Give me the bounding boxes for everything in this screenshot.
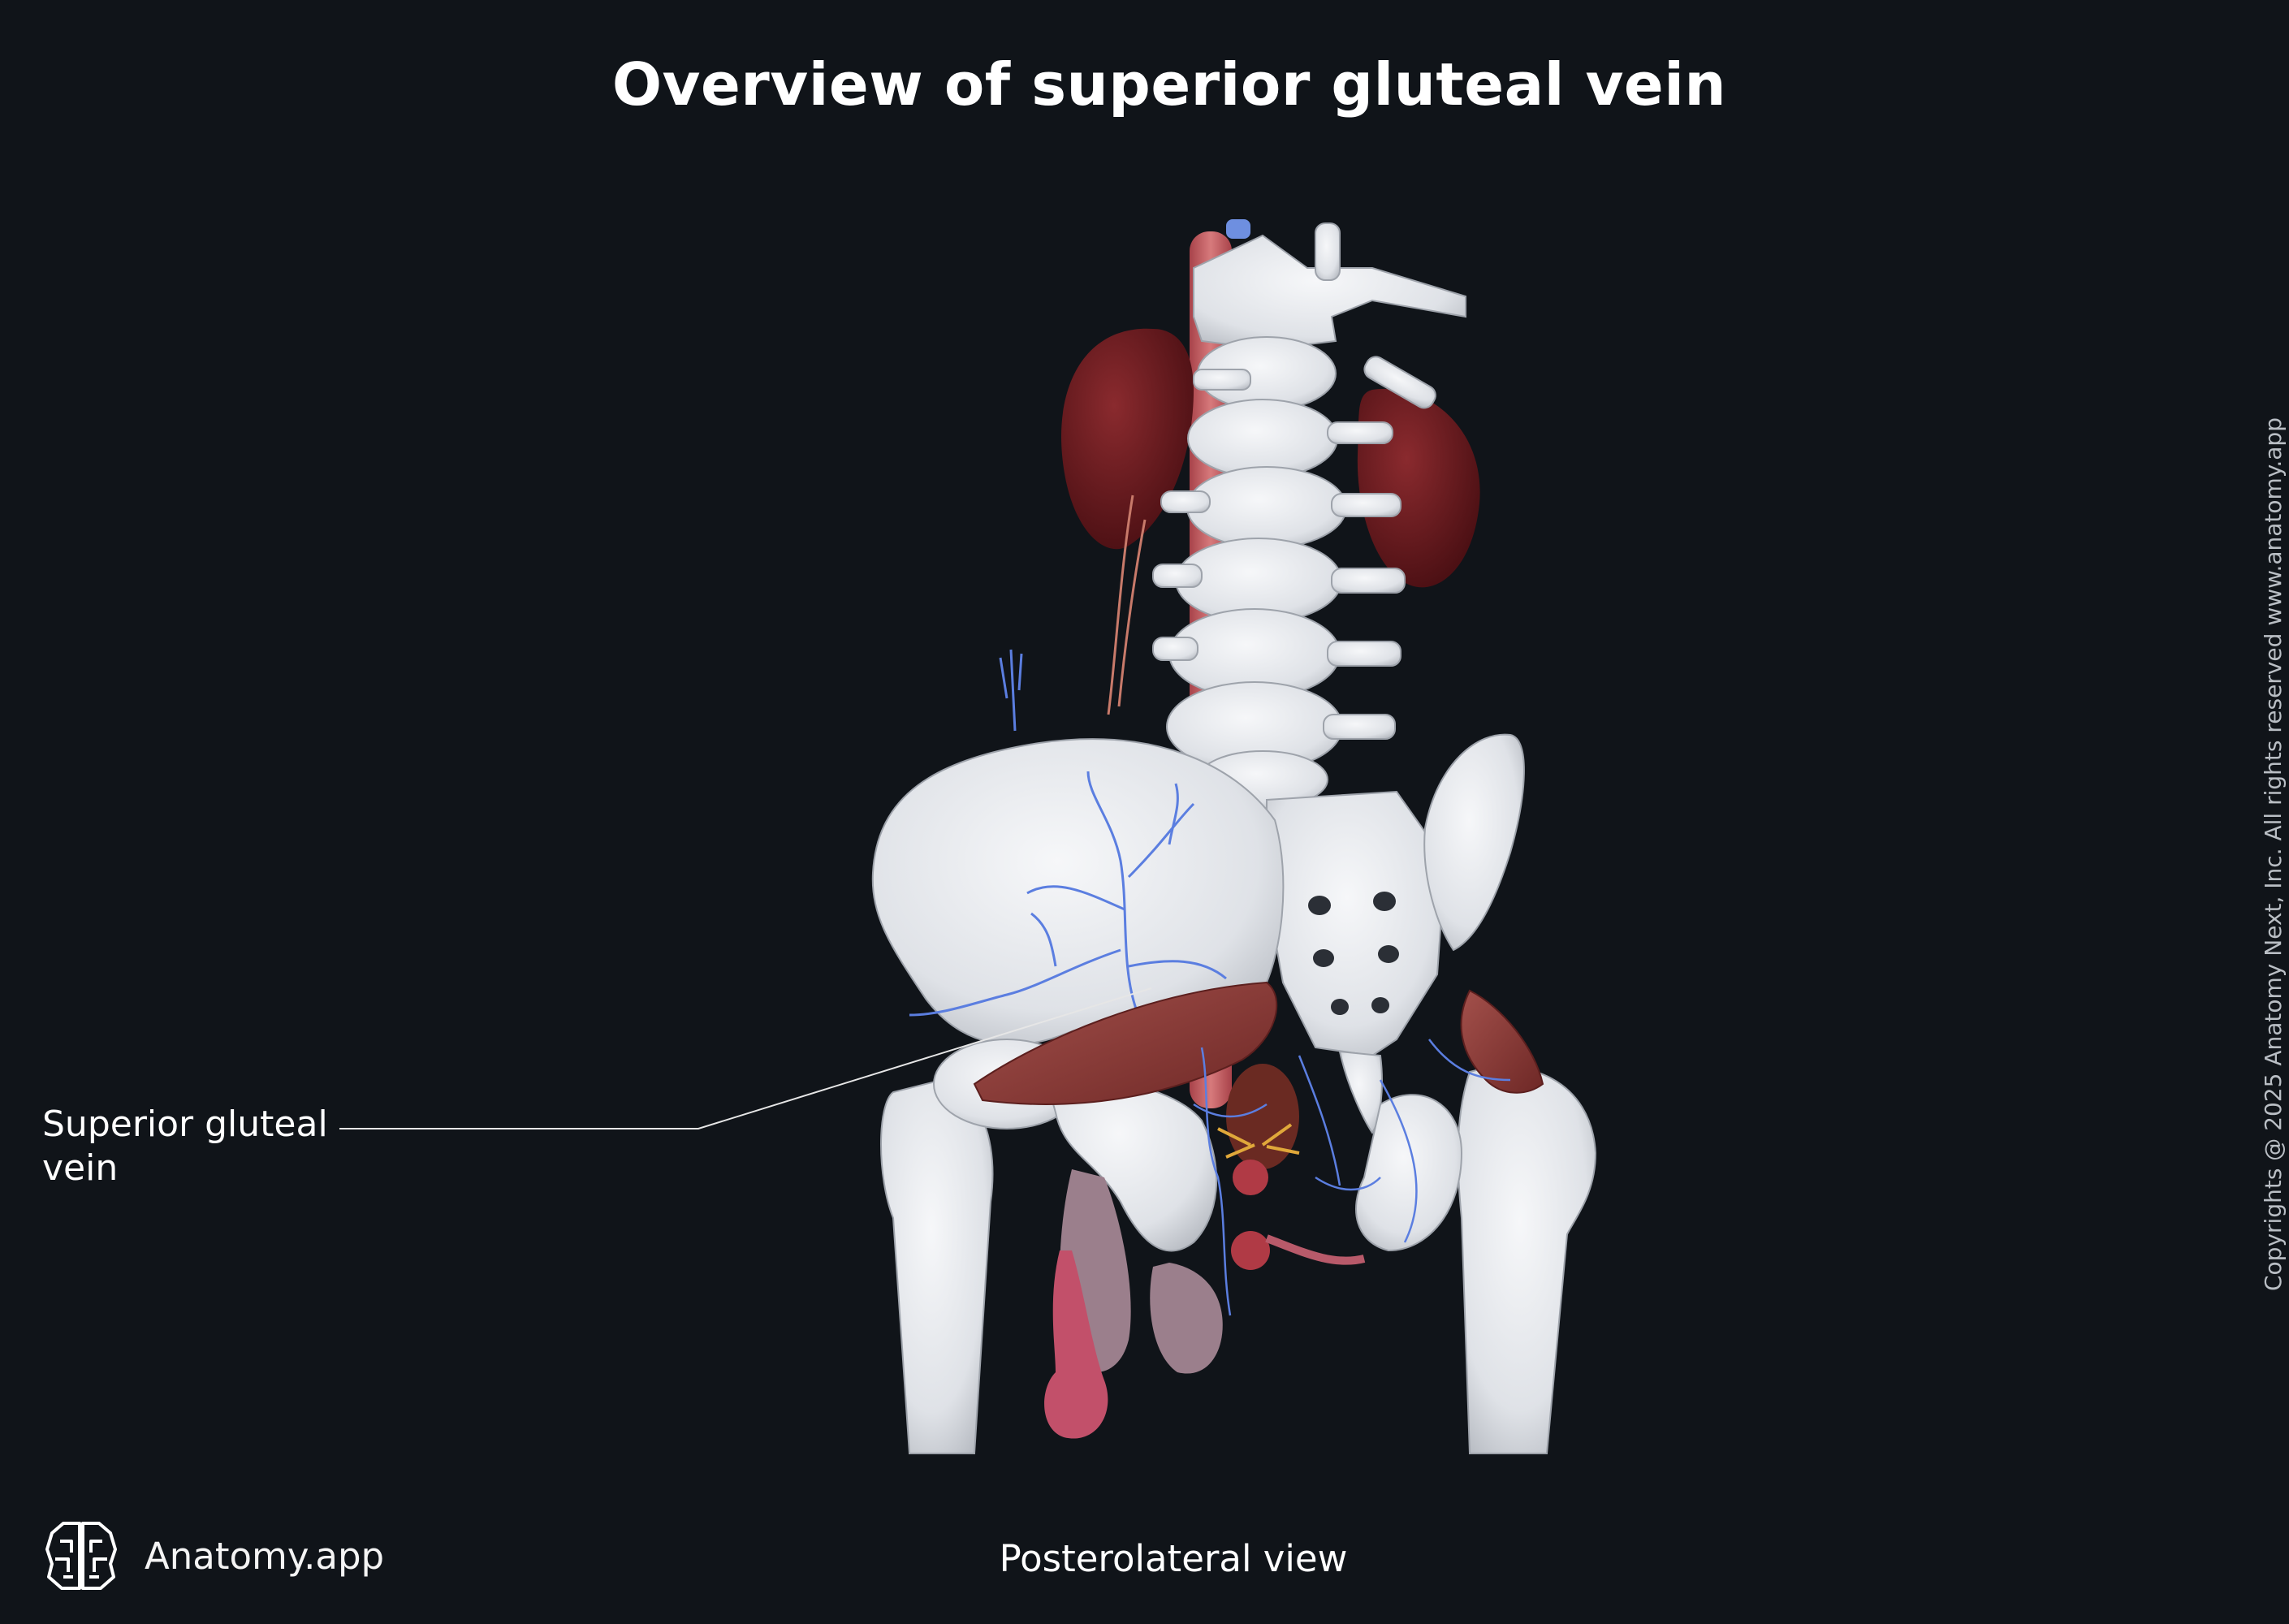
brain-icon bbox=[45, 1522, 117, 1590]
copyright-notice: Copyrights @ 2025 Anatomy Next, Inc. All… bbox=[2260, 417, 2287, 1291]
label-text: Superior gluteal vein bbox=[42, 1104, 328, 1189]
brand[interactable]: Anatomy.app bbox=[41, 1516, 384, 1596]
gluteal-vein-branches bbox=[909, 771, 1227, 1017]
ilium-right bbox=[1423, 733, 1525, 952]
piriformis-muscle-right bbox=[1460, 989, 1544, 1094]
pelvic-organs bbox=[1217, 1064, 1366, 1270]
femur-right bbox=[1457, 1066, 1597, 1454]
view-caption: Posterolateral view bbox=[999, 1537, 1348, 1580]
piriformis-muscle-left bbox=[973, 981, 1278, 1105]
page-title: Overview of superior gluteal vein bbox=[611, 50, 1727, 119]
external-genitalia bbox=[1044, 1169, 1223, 1439]
vertebral-column bbox=[1152, 222, 1466, 809]
label-superior-gluteal-vein: Superior gluteal vein bbox=[42, 1103, 328, 1190]
kidney-right bbox=[1357, 388, 1480, 588]
sacrum bbox=[1266, 790, 1447, 1134]
venous-plexus bbox=[1193, 1039, 1511, 1316]
label-leader-line bbox=[339, 987, 1152, 1129]
kidney-left bbox=[1060, 328, 1194, 550]
brand-name: Anatomy.app bbox=[145, 1534, 385, 1578]
lumbar-vessels bbox=[999, 495, 1147, 732]
